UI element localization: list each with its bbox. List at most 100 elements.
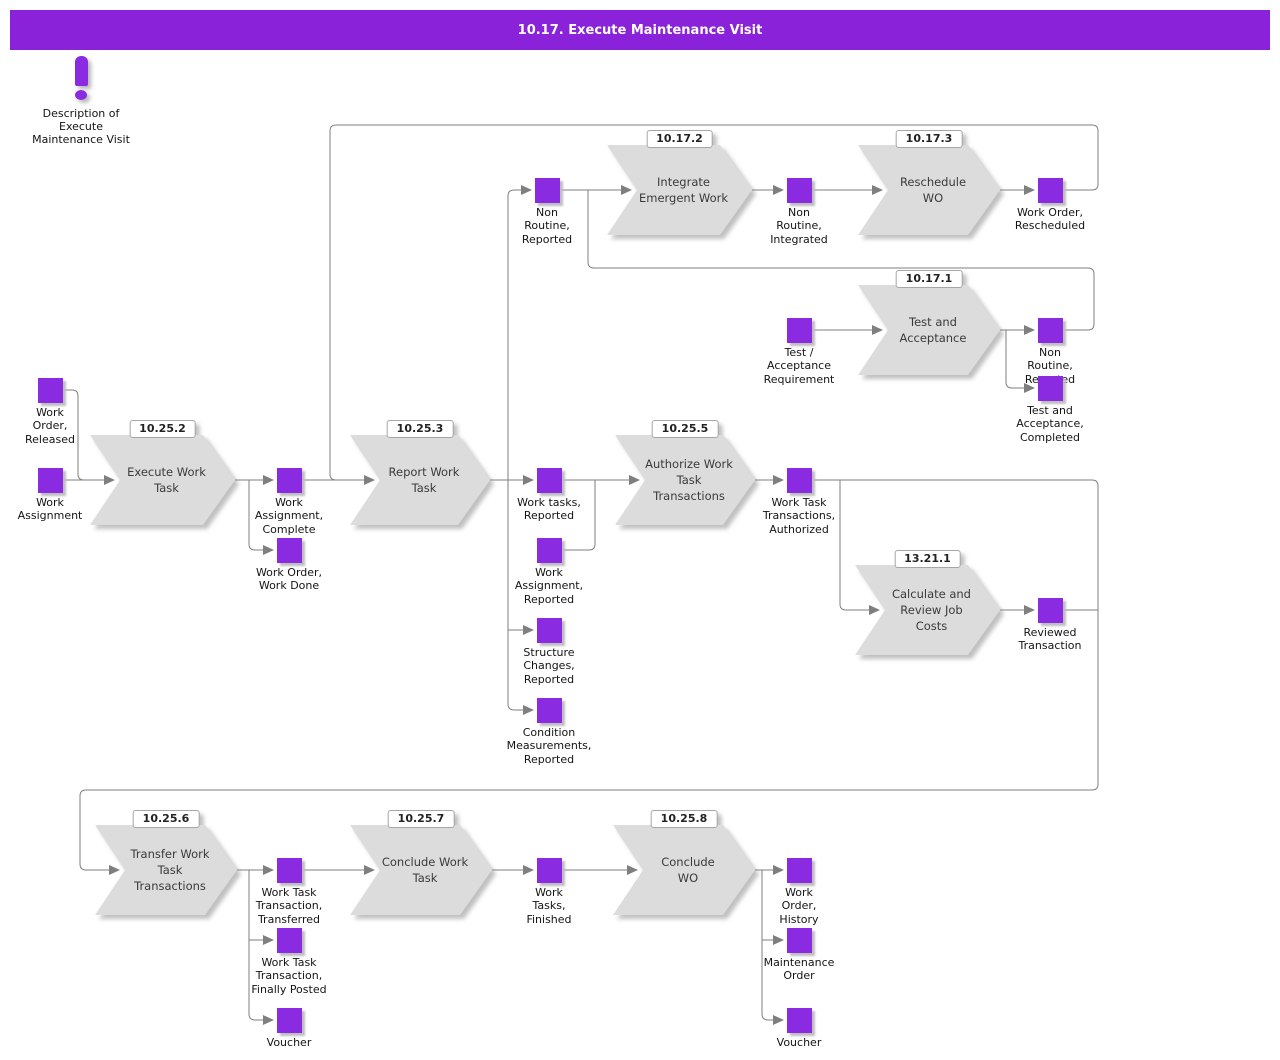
exclamation-icon [20,56,142,100]
process-reschedule-wo[interactable]: Reschedule WO 10.17.3 [858,130,1000,235]
state-label: Maintenance Order [763,956,835,983]
state-non-routine-integrated[interactable]: Non Routine, Integrated [739,178,859,246]
process-calculate-and-review-job-costs[interactable]: Calculate and Review Job Costs 13.21.1 [855,550,1000,655]
state-structure-changes-reported[interactable]: Structure Changes, Reported [489,618,609,686]
state-work-order-rescheduled[interactable]: Work Order, Rescheduled [990,178,1110,233]
process-label: Reschedule WO [858,145,1000,235]
state-square-icon [534,178,560,203]
state-work-order-history[interactable]: Work Order, History [739,858,859,926]
state-square-icon [786,858,812,883]
state-label: Work Tasks, Finished [526,886,572,926]
process-ref-badge: 10.25.3 [386,420,454,438]
process-authorize-work-task-transactions[interactable]: Authorize Work Task Transactions 10.25.5 [615,420,755,525]
state-label: Work Task Transaction, Finally Posted [251,956,327,996]
state-work-assignment-reported[interactable]: Work Assignment, Reported [489,538,609,606]
diagram-title-bar: 10.17. Execute Maintenance Visit [10,10,1270,50]
state-label: Non Routine, Integrated [770,206,828,246]
state-square-icon [276,538,302,563]
state-non-routine-reported[interactable]: Non Routine, Reported [487,178,607,246]
state-label: Work Assignment, Reported [514,566,584,606]
state-square-icon [536,538,562,563]
process-conclude-wo[interactable]: Conclude WO 10.25.8 [613,810,755,915]
state-label: Work Order, Rescheduled [1014,206,1086,233]
state-work-order-released[interactable]: Work Order, Released [0,378,110,446]
process-ref-badge: 10.17.3 [895,130,963,148]
state-label: Work Assignment [17,496,83,523]
state-work-order-work-done[interactable]: Work Order, Work Done [229,538,349,593]
state-work-assignment-complete[interactable]: Work Assignment, Complete [229,468,349,536]
state-work-assignment[interactable]: Work Assignment [0,468,110,523]
process-conclude-work-task[interactable]: Conclude Work Task 10.25.7 [350,810,492,915]
state-work-task-transaction-transferred[interactable]: Work Task Transaction, Transferred [229,858,349,926]
process-ref-badge: 10.25.5 [651,420,719,438]
state-label: Work Order, History [779,886,819,926]
state-voucher-conclude[interactable]: Voucher [739,1008,859,1049]
process-ref-badge: 13.21.1 [894,550,961,568]
state-square-icon [276,468,302,493]
state-maintenance-order[interactable]: Maintenance Order [739,928,859,983]
process-label: Conclude WO [613,825,755,915]
state-label: Work Order, Released [25,406,75,446]
process-label: Conclude Work Task [350,825,492,915]
state-voucher-transfer[interactable]: Voucher [229,1008,349,1049]
state-test-and-acceptance-completed[interactable]: Test and Acceptance, Completed [990,376,1110,444]
process-ref-badge: 10.25.2 [129,420,196,438]
process-label: Test and Acceptance [858,285,1000,375]
state-square-icon [37,378,63,403]
state-square-icon [1037,598,1063,623]
process-report-work-task[interactable]: Report Work Task 10.25.3 [350,420,490,525]
state-work-tasks-reported[interactable]: Work tasks, Reported [489,468,609,523]
state-label: Work Task Transactions, Authorized [762,496,836,536]
page-title: 10.17. Execute Maintenance Visit [517,22,763,38]
process-label: Transfer Work Task Transactions [95,825,237,915]
state-label: Structure Changes, Reported [523,646,575,686]
process-execute-work-task[interactable]: Execute Work Task 10.25.2 [90,420,235,525]
state-square-icon [786,1008,812,1033]
process-integrate-emergent-work[interactable]: Integrate Emergent Work 10.17.2 [607,130,752,235]
process-label: Report Work Task [350,435,490,525]
state-label: Work tasks, Reported [517,496,581,523]
state-label: Test / Acceptance Requirement [763,346,835,386]
state-square-icon [276,858,302,883]
process-label: Integrate Emergent Work [607,145,752,235]
state-work-task-transaction-finally-posted[interactable]: Work Task Transaction, Finally Posted [229,928,349,996]
state-test-acceptance-requirement[interactable]: Test / Acceptance Requirement [739,318,859,386]
state-label: Test and Acceptance, Completed [1016,404,1084,444]
state-label: Condition Measurements, Reported [506,726,592,766]
description-note-label: Description of Execute Maintenance Visit [32,107,130,147]
state-label: Voucher [776,1036,822,1049]
state-label: Non Routine, Reported [521,206,573,246]
state-square-icon [786,318,812,343]
state-square-icon [536,468,562,493]
process-ref-badge: 10.25.8 [650,810,718,828]
state-square-icon [1037,178,1063,203]
state-square-icon [276,1008,302,1033]
state-reviewed-transaction[interactable]: Reviewed Transaction [990,598,1110,653]
process-transfer-work-task-transactions[interactable]: Transfer Work Task Transactions 10.25.6 [95,810,237,915]
process-test-and-acceptance[interactable]: Test and Acceptance 10.17.1 [858,270,1000,375]
process-label: Authorize Work Task Transactions [615,435,755,525]
state-square-icon [1037,318,1063,343]
state-work-tasks-finished[interactable]: Work Tasks, Finished [489,858,609,926]
state-work-task-transactions-authorized[interactable]: Work Task Transactions, Authorized [739,468,859,536]
flow-connectors [63,124,1099,1025]
process-ref-badge: 10.25.7 [387,810,455,828]
state-label: Work Assignment, Complete [254,496,324,536]
state-square-icon [536,698,562,723]
process-label: Calculate and Review Job Costs [855,565,1000,655]
process-ref-badge: 10.17.2 [646,130,713,148]
state-condition-measurements-reported[interactable]: Condition Measurements, Reported [489,698,609,766]
state-square-icon [786,928,812,953]
state-square-icon [536,858,562,883]
state-label: Work Task Transaction, Transferred [255,886,323,926]
state-square-icon [536,618,562,643]
process-ref-badge: 10.17.1 [895,270,963,288]
state-label: Voucher [266,1036,312,1049]
state-label: Work Order, Work Done [255,566,323,593]
state-label: Reviewed Transaction [1018,626,1082,653]
state-square-icon [276,928,302,953]
description-note-link[interactable]: Description of Execute Maintenance Visit [20,56,142,147]
state-square-icon [786,468,812,493]
state-square-icon [1037,376,1063,401]
